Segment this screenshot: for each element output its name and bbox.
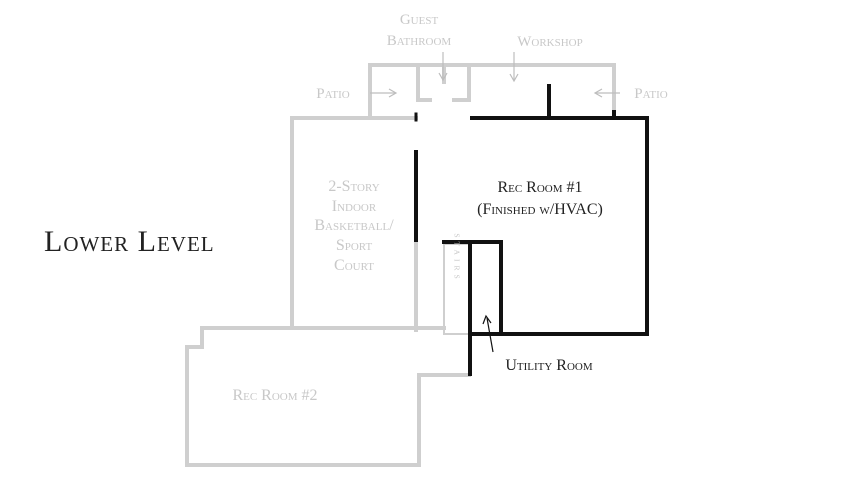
arrow-utility	[482, 314, 494, 353]
label-rec-room-1-note: (Finished w/HVAC)	[477, 201, 603, 218]
label-rec-room-2: Rec Room #2	[232, 387, 317, 404]
arrow-patio-right	[593, 88, 620, 98]
label-court-1: 2-Story	[328, 178, 379, 195]
rec-room-1-wall	[468, 116, 649, 376]
label-workshop: Workshop	[517, 34, 583, 50]
label-patio-left: Patio	[316, 86, 349, 102]
utility-wall	[442, 240, 503, 336]
court-wall	[185, 116, 471, 467]
label-guest-bathroom-2: Bathroom	[387, 33, 452, 49]
bathroom-wall	[416, 63, 432, 102]
label-guest-bathroom-1: Guest	[400, 12, 439, 28]
label-court-5: Court	[334, 257, 374, 274]
label-utility-room: Utility Room	[505, 357, 593, 374]
label-court-3: Basketball/	[314, 217, 394, 234]
label-patio-right: Patio	[634, 86, 667, 102]
label-rec-room-1: Rec Room #1	[497, 179, 582, 196]
label-court-2: Indoor	[332, 198, 377, 215]
top-strip-wall	[368, 63, 616, 120]
page-title: Lower Level	[44, 225, 215, 258]
label-court-4: Sport	[336, 237, 373, 254]
arrow-bathroom	[438, 52, 448, 82]
label-stairs: STAIRS	[453, 233, 462, 282]
bathroom-wall-right	[452, 63, 471, 102]
arrow-workshop	[509, 52, 519, 83]
arrow-patio-left	[370, 88, 398, 98]
